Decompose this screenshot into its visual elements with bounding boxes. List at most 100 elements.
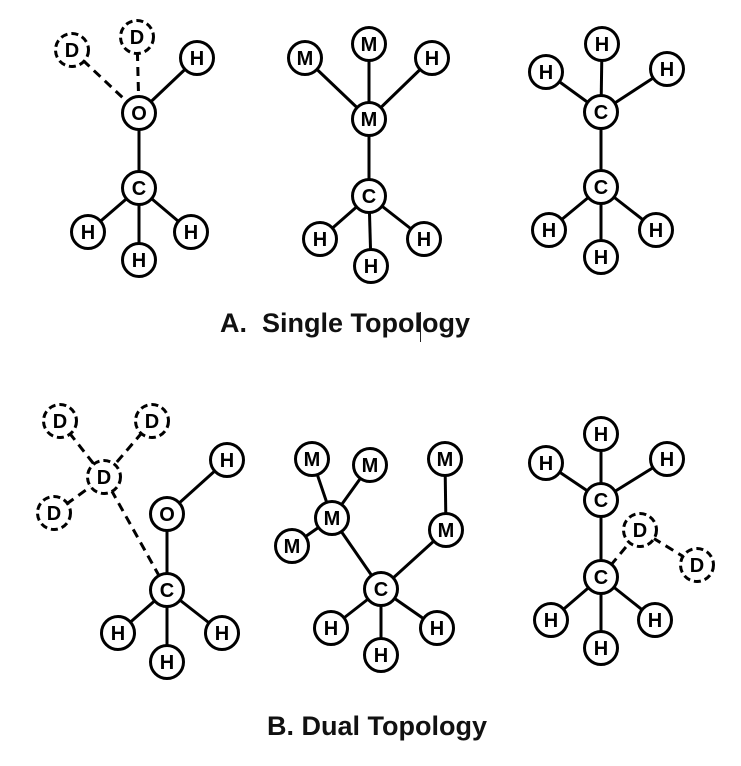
- atom-c: C: [351, 178, 387, 214]
- atom-label: H: [595, 34, 609, 56]
- atom-c: C: [121, 170, 157, 206]
- atom-circle: [173, 214, 209, 250]
- atom-m: M: [427, 441, 463, 477]
- atom-circle: [179, 40, 215, 76]
- atom-h: H: [649, 51, 685, 87]
- atom-o: O: [149, 496, 185, 532]
- atom-label: D: [97, 467, 111, 489]
- atom-label: M: [361, 109, 378, 131]
- dummy-atom-d: D: [679, 547, 715, 583]
- dummy-atom-d: D: [54, 32, 90, 68]
- atom-label: M: [362, 455, 379, 477]
- caption-single-topology: A. Single Topology: [220, 308, 470, 338]
- atom-circle: [313, 610, 349, 646]
- atom-label: H: [190, 48, 204, 70]
- atom-c: C: [363, 571, 399, 607]
- atom-label: H: [364, 256, 378, 278]
- atom-label: H: [324, 618, 338, 640]
- atom-label: D: [130, 27, 144, 49]
- atom-circle: [428, 512, 464, 548]
- atom-circle: [351, 26, 387, 62]
- atom-h: H: [419, 610, 455, 646]
- atom-label: H: [660, 449, 674, 471]
- atom-m: M: [351, 101, 387, 137]
- atom-label: H: [160, 652, 174, 674]
- atom-circle: [204, 615, 240, 651]
- atom-h: H: [363, 637, 399, 673]
- atom-h: H: [583, 239, 619, 275]
- atom-c: C: [583, 482, 619, 518]
- atom-label: M: [437, 449, 454, 471]
- atom-circle: [583, 239, 619, 275]
- atom-h: H: [583, 416, 619, 452]
- atom-circle: [584, 26, 620, 62]
- atom-h: H: [584, 26, 620, 62]
- atom-circle: [583, 630, 619, 666]
- atom-circle: [583, 482, 619, 518]
- atom-h: H: [649, 441, 685, 477]
- atom-label: H: [111, 623, 125, 645]
- atom-circle: [533, 602, 569, 638]
- dummy-atom-d: D: [86, 459, 122, 495]
- atom-label: H: [660, 59, 674, 81]
- atom-h: H: [173, 214, 209, 250]
- caption-dual-topology: B. Dual Topology: [267, 711, 487, 741]
- atom-label: D: [53, 411, 67, 433]
- atom-m: M: [274, 528, 310, 564]
- atom-label: C: [374, 579, 388, 601]
- atom-label: H: [594, 424, 608, 446]
- atom-o: O: [121, 95, 157, 131]
- atom-circle: [649, 51, 685, 87]
- atom-label: H: [430, 618, 444, 640]
- atom-label: H: [81, 222, 95, 244]
- atom-label: D: [47, 503, 61, 525]
- atom-m: M: [294, 441, 330, 477]
- atom-m: M: [351, 26, 387, 62]
- atom-label: M: [297, 48, 314, 70]
- atom-label: C: [594, 490, 608, 512]
- atom-label: D: [145, 411, 159, 433]
- atom-label: D: [633, 520, 647, 542]
- atom-h: H: [638, 212, 674, 248]
- atom-circle: [583, 416, 619, 452]
- atom-circle: [363, 637, 399, 673]
- atom-label: H: [648, 610, 662, 632]
- atom-circle: [274, 528, 310, 564]
- atom-label: H: [594, 638, 608, 660]
- atom-circle: [121, 242, 157, 278]
- atom-circle: [352, 447, 388, 483]
- atom-circle: [638, 212, 674, 248]
- atom-label: D: [690, 555, 704, 577]
- atom-h: H: [583, 630, 619, 666]
- atom-circle: [583, 169, 619, 205]
- atom-circle: [414, 40, 450, 76]
- atom-circle: [419, 610, 455, 646]
- atom-h: H: [100, 615, 136, 651]
- atom-label: H: [132, 250, 146, 272]
- atom-h: H: [302, 221, 338, 257]
- atom-circle: [149, 572, 185, 608]
- atom-m: M: [352, 447, 388, 483]
- atom-circle: [427, 441, 463, 477]
- atom-h: H: [533, 602, 569, 638]
- atom-h: H: [209, 442, 245, 478]
- atom-label: H: [539, 453, 553, 475]
- atom-h: H: [204, 615, 240, 651]
- dashed-bond: [102, 476, 169, 591]
- dummy-atom-d: D: [36, 495, 72, 531]
- atom-circle: [649, 441, 685, 477]
- atom-circle: [134, 403, 170, 439]
- atom-label: M: [324, 508, 341, 530]
- atom-label: H: [649, 220, 663, 242]
- atom-h: H: [637, 602, 673, 638]
- atom-label: H: [215, 623, 229, 645]
- atom-h: H: [121, 242, 157, 278]
- atom-circle: [622, 512, 658, 548]
- dashed-bond: [639, 528, 698, 567]
